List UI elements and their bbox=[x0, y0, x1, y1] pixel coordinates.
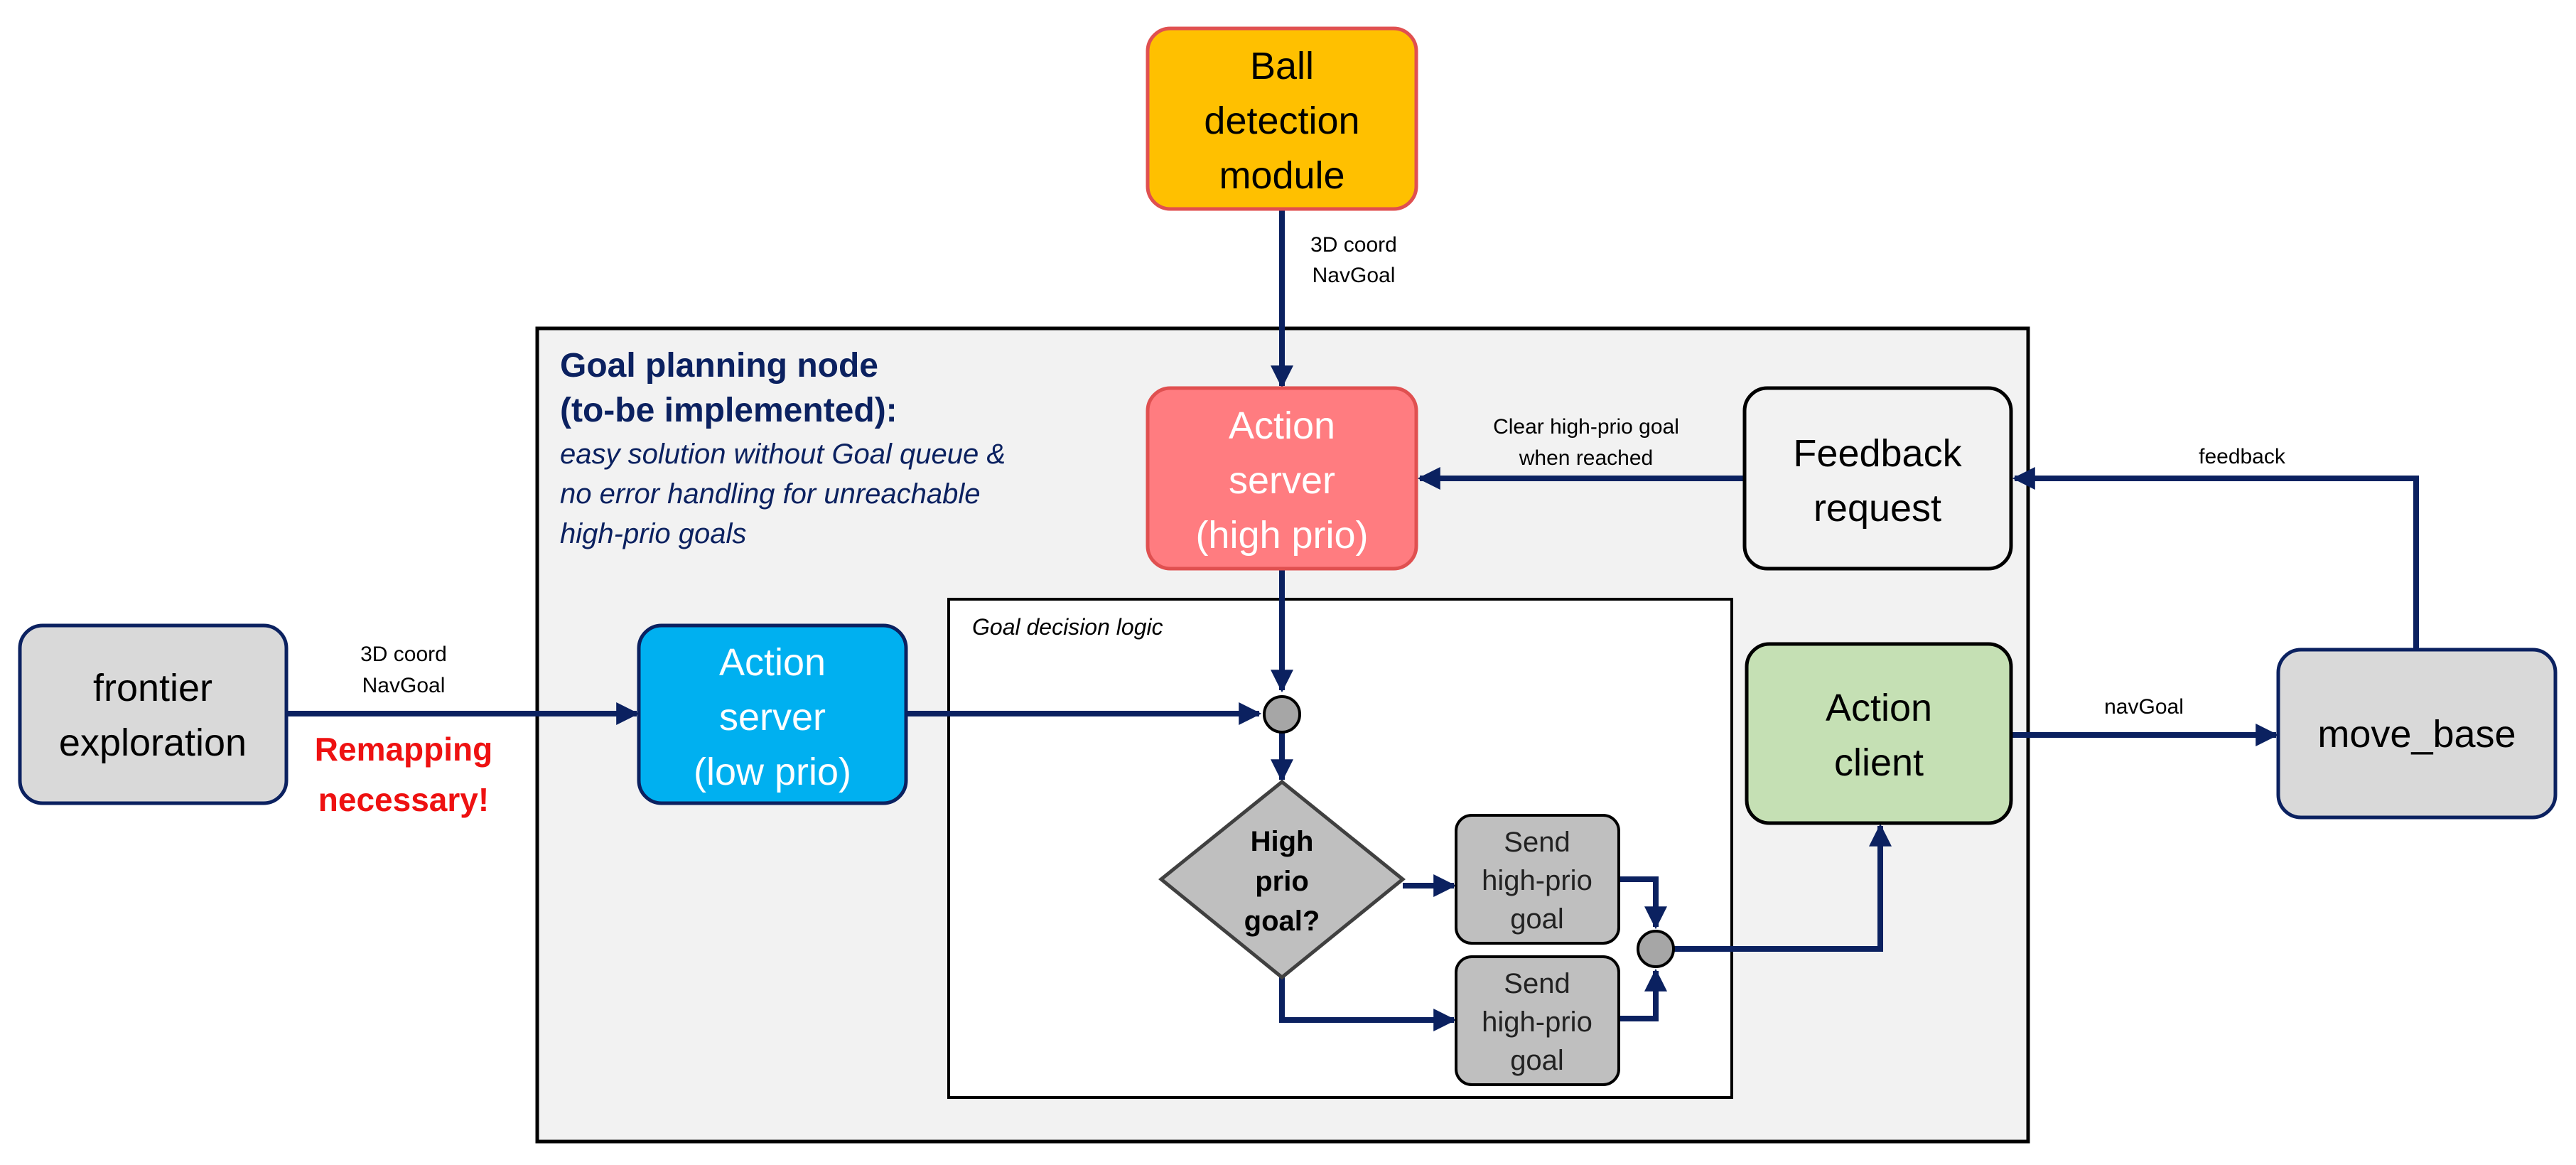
move-base: move_base bbox=[2276, 648, 2558, 820]
edge-movebase-feedback bbox=[2012, 467, 2419, 648]
svg-text:Send: Send bbox=[1504, 827, 1570, 858]
svg-text:goal: goal bbox=[1510, 1045, 1564, 1076]
svg-text:client: client bbox=[1834, 741, 1924, 784]
feedback-request: Feedback request bbox=[1742, 386, 2013, 571]
goal-node-note: easy solution without Goal queue & bbox=[560, 439, 1006, 470]
goal-node-title: Goal planning node bbox=[560, 347, 878, 385]
remapping-warning: necessary! bbox=[318, 781, 489, 818]
svg-text:(high prio): (high prio) bbox=[1195, 514, 1368, 557]
edge-label-when-reached: when reached bbox=[1519, 446, 1653, 470]
edge-label-feedback: feedback bbox=[2199, 445, 2286, 468]
svg-text:High: High bbox=[1251, 826, 1314, 857]
merge-junction-input bbox=[1263, 695, 1301, 734]
edge-label-frontier-coord: 3D coord bbox=[360, 643, 447, 666]
edge-label-ball-navgoal: NavGoal bbox=[1313, 264, 1396, 287]
svg-text:module: module bbox=[1219, 154, 1344, 197]
svg-text:(low prio): (low prio) bbox=[694, 751, 851, 793]
edge-label-ball-coord: 3D coord bbox=[1310, 233, 1397, 257]
svg-text:Action: Action bbox=[1229, 404, 1335, 447]
ball-detection-module: Ball detection module bbox=[1146, 26, 1418, 211]
edge-label-frontier-navgoal: NavGoal bbox=[362, 674, 446, 697]
svg-text:prio: prio bbox=[1255, 866, 1309, 897]
svg-text:high-prio: high-prio bbox=[1482, 865, 1593, 896]
svg-text:server: server bbox=[1229, 459, 1335, 502]
svg-text:Action: Action bbox=[719, 641, 826, 684]
goal-decision-logic-title: Goal decision logic bbox=[972, 614, 1163, 640]
action-server-low-prio: Action server (low prio) bbox=[637, 623, 908, 805]
edge-send-top-to-merge bbox=[1619, 876, 1667, 930]
svg-text:goal: goal bbox=[1510, 903, 1564, 935]
svg-text:Action: Action bbox=[1826, 687, 1932, 729]
send-high-prio-goal-top: Send high-prio goal bbox=[1455, 814, 1620, 945]
frontier-exploration: frontier exploration bbox=[18, 623, 289, 805]
goal-node-note: high-prio goals bbox=[560, 518, 746, 549]
edge-label-navgoal: navGoal bbox=[2104, 695, 2184, 719]
goal-node-subtitle: (to-be implemented): bbox=[560, 392, 898, 429]
merge-junction-output bbox=[1637, 930, 1675, 968]
svg-text:goal?: goal? bbox=[1244, 906, 1320, 937]
edge-merge-to-action-client bbox=[1674, 823, 1892, 952]
svg-text:exploration: exploration bbox=[59, 721, 247, 764]
action-server-high-prio: Action server (high prio) bbox=[1146, 386, 1418, 571]
goal-node-note: no error handling for unreachable bbox=[560, 478, 981, 510]
svg-text:move_base: move_base bbox=[2317, 713, 2516, 756]
edge-label-clear-goal: Clear high-prio goal bbox=[1493, 415, 1679, 439]
svg-text:Ball: Ball bbox=[1250, 45, 1314, 87]
edge-send-bottom-to-merge bbox=[1619, 968, 1667, 1021]
action-client: Action client bbox=[1745, 642, 2013, 825]
svg-text:frontier: frontier bbox=[93, 667, 212, 709]
svg-text:request: request bbox=[1814, 487, 1941, 530]
send-high-prio-goal-bottom: Send high-prio goal bbox=[1455, 955, 1620, 1086]
svg-text:Send: Send bbox=[1504, 968, 1570, 999]
high-prio-goal-decision: High prio goal? bbox=[1158, 779, 1406, 980]
svg-text:high-prio: high-prio bbox=[1482, 1006, 1593, 1038]
edge-decision-to-send-bottom bbox=[1279, 977, 1457, 1031]
remapping-warning: Remapping bbox=[315, 731, 492, 768]
svg-text:server: server bbox=[719, 696, 826, 739]
svg-text:Feedback: Feedback bbox=[1793, 432, 1962, 475]
svg-text:detection: detection bbox=[1204, 100, 1359, 142]
